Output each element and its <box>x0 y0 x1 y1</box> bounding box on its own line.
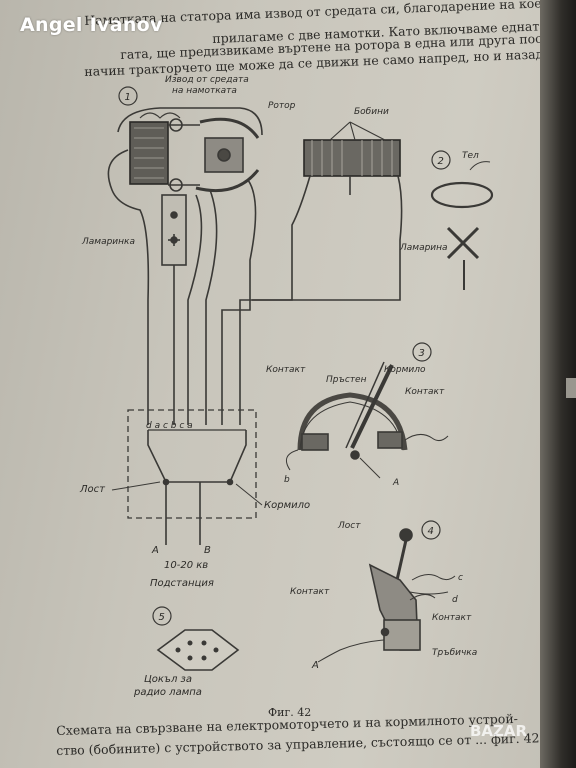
wire-ring <box>430 181 494 209</box>
label-term-b: B <box>204 545 211 556</box>
label-voltage: 10-20 кв <box>164 560 208 571</box>
label-term-a: A <box>151 545 159 556</box>
label-small-a4: A <box>311 660 319 671</box>
lever-stick-3 <box>350 364 394 449</box>
label-lever: Лост <box>79 484 106 495</box>
label-rotor: Ротор <box>268 101 296 111</box>
label-wheel: Кормило <box>264 500 310 511</box>
label-coils: Бобини <box>354 107 389 117</box>
fig-number-3: 3 <box>419 348 425 359</box>
motor-housing <box>117 107 263 136</box>
label-substation: Подстанция <box>150 578 214 589</box>
wire-3 <box>187 194 203 425</box>
figure-caption: Фиг. 42 <box>268 706 312 719</box>
plate-strip <box>161 194 187 266</box>
label-small-d: d <box>452 595 458 605</box>
seller-watermark: Angel Ivanov <box>20 14 163 36</box>
rotor-arc-bottom <box>195 169 260 193</box>
label-tap: Извод от средата <box>165 75 249 85</box>
label-contact-left: Контакт <box>266 365 306 375</box>
wire-5 <box>221 179 257 425</box>
control-box-dashed <box>127 409 257 519</box>
label-contact-right: Контакт <box>405 387 445 397</box>
label-wheel-3: Кормило <box>384 365 426 375</box>
tube-socket <box>156 629 240 671</box>
label-lever-4: Лост <box>337 521 361 531</box>
wire-4 <box>205 189 218 425</box>
rotor-axle <box>217 148 231 162</box>
label-tube: Тръбичка <box>432 648 477 658</box>
book-page: Намотката на статора има извод от средат… <box>0 0 560 768</box>
label-plate-strip: Ламаринка <box>81 237 135 247</box>
wire-coil-left <box>239 175 311 425</box>
site-watermark: BAZAR <box>470 722 528 740</box>
wire-coil-right <box>252 175 403 301</box>
label-socket-1: Цокъл за <box>144 674 192 685</box>
label-contact-4b: Контакт <box>432 613 472 623</box>
label-wire: Тел <box>462 151 479 161</box>
bobbin-coil <box>303 139 401 177</box>
label-terminals: d a c b c a <box>146 421 193 431</box>
label-tap-2: на намотката <box>172 86 237 96</box>
lever-trapezoid <box>147 430 247 483</box>
label-small-c: c <box>458 573 463 583</box>
fig-number-2: 2 <box>438 156 444 167</box>
wiring-diagram: 1 2 3 4 5 Извод от средата на намотката … <box>79 75 494 698</box>
label-socket-2: радио лампа <box>133 687 202 698</box>
fig-number-4: 4 <box>428 526 434 537</box>
wire-left <box>107 149 150 425</box>
cross-plate <box>446 226 480 260</box>
fig-number-5: 5 <box>159 612 165 623</box>
label-ring: Пръстен <box>326 375 367 385</box>
spine-notch <box>566 378 576 398</box>
stator-coil <box>129 121 169 185</box>
fig-number-1: 1 <box>125 92 131 103</box>
label-small-b: b <box>284 475 290 485</box>
rotor-arc-top <box>199 117 260 139</box>
label-plate: Ламарина <box>399 243 448 253</box>
label-small-a: A <box>392 478 399 488</box>
label-contact-4a: Контакт <box>290 587 330 597</box>
contact-ring <box>297 392 408 451</box>
